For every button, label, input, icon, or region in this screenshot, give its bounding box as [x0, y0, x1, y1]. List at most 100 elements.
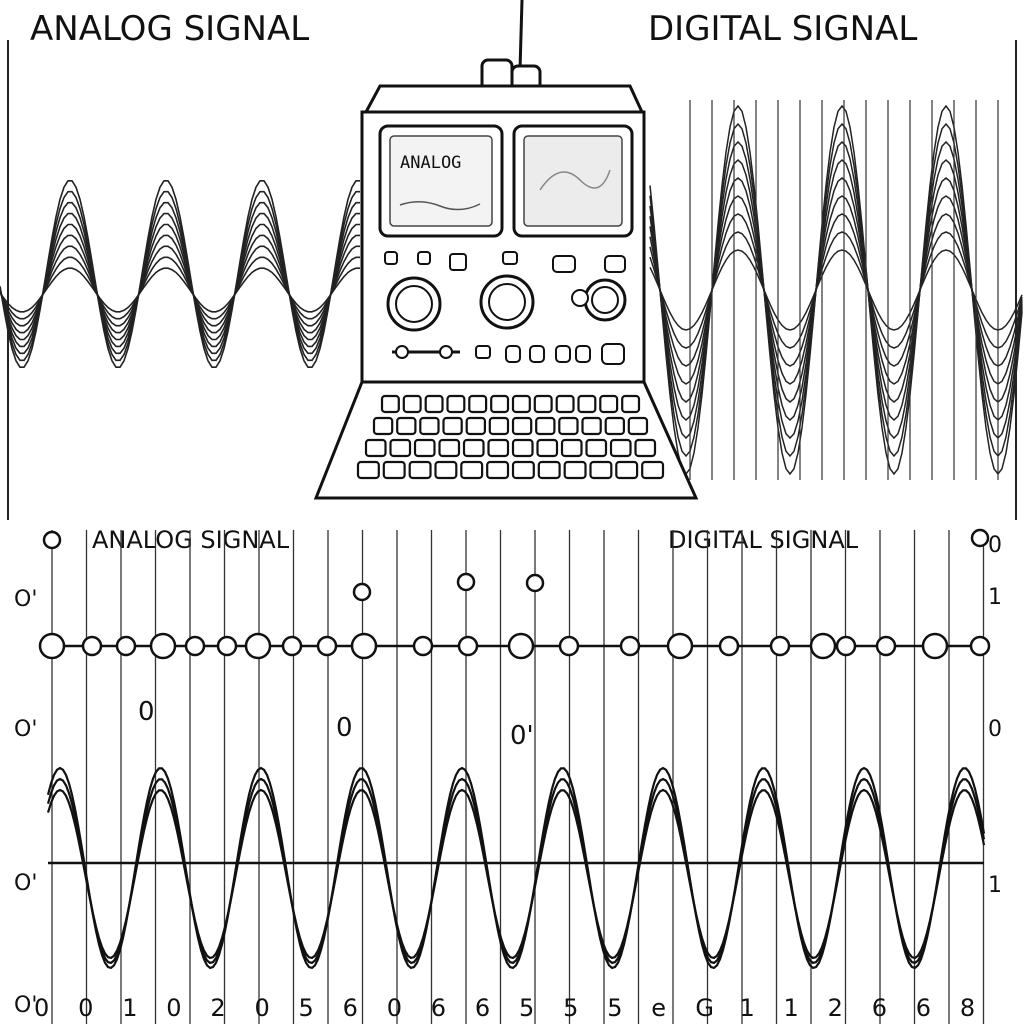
digital-sample-dot	[316, 635, 338, 657]
digital-sample-dot	[149, 632, 177, 660]
keyboard-key[interactable]	[462, 438, 485, 458]
analog-screen-inner	[389, 135, 493, 227]
keyboard-key[interactable]	[460, 460, 484, 480]
keyboard-key[interactable]	[413, 438, 436, 458]
keyboard-key[interactable]	[511, 416, 533, 436]
analog-wave-line	[0, 267, 360, 313]
keyboard-key[interactable]	[419, 416, 440, 436]
keyboard-key[interactable]	[465, 416, 487, 436]
keyboard-key[interactable]	[537, 460, 561, 480]
control-button[interactable]	[601, 343, 625, 365]
bottom-axis-label: 6	[475, 994, 490, 1022]
switch-button[interactable]	[552, 255, 576, 273]
keyboard-key[interactable]	[424, 394, 444, 414]
digital-sample-dot	[718, 635, 740, 657]
keyboard-key[interactable]	[536, 438, 559, 458]
control-button[interactable]	[529, 345, 545, 363]
keyboard-key[interactable]	[490, 394, 510, 414]
bottom-axis-label: 0	[255, 994, 270, 1022]
right-axis-label: 0	[988, 717, 1002, 742]
bottom-axis-label: 6	[431, 994, 446, 1022]
keyboard-key[interactable]	[511, 460, 535, 480]
keyboard-key[interactable]	[563, 460, 587, 480]
digital-sample-dot	[835, 635, 857, 657]
keyboard-key[interactable]	[442, 416, 463, 436]
control-button[interactable]	[475, 345, 491, 359]
digital-sample-dot	[666, 632, 694, 660]
keyboard-key[interactable]	[641, 460, 665, 480]
slider-handle[interactable]	[439, 345, 453, 359]
right-axis-label: 1	[988, 873, 1002, 898]
bottom-signal-panel: ANALOG SIGNAL DIGITAL SIGNAL O' O' O' O'…	[14, 526, 1002, 1024]
keyboard-key[interactable]	[511, 394, 531, 414]
keyboard-key[interactable]	[555, 394, 575, 414]
digital-sample-dot	[281, 635, 303, 657]
control-button[interactable]	[505, 345, 521, 363]
digital-wave-line	[649, 122, 1023, 458]
mid-label: 0	[138, 697, 155, 727]
keyboard-key[interactable]	[356, 460, 380, 480]
bottom-right-title: DIGITAL SIGNAL	[668, 526, 859, 554]
slider-handle[interactable]	[395, 345, 409, 359]
keyboard-key[interactable]	[560, 438, 583, 458]
keyboard-key[interactable]	[634, 438, 657, 458]
bottom-axis-label: 0	[78, 994, 93, 1022]
digital-high-dot	[42, 530, 62, 550]
device-top-face	[363, 84, 645, 114]
keyboard-key[interactable]	[468, 394, 488, 414]
keyboard-key[interactable]	[486, 460, 510, 480]
keyboard-key[interactable]	[627, 416, 649, 436]
analog-wave-line	[0, 180, 360, 368]
digital-sample-dot	[619, 635, 641, 657]
keyboard-key[interactable]	[604, 416, 626, 436]
keyboard-key[interactable]	[535, 416, 556, 436]
keyboard-key[interactable]	[396, 416, 417, 436]
digital-wave-line	[649, 104, 1023, 476]
left-axis-label: O'	[14, 993, 37, 1018]
control-button[interactable]	[575, 345, 591, 363]
left-axis-label: O'	[14, 717, 37, 742]
keyboard-key[interactable]	[487, 438, 510, 458]
keyboard-key[interactable]	[438, 438, 461, 458]
keyboard-key[interactable]	[589, 460, 613, 480]
analog-wave-line	[0, 223, 360, 341]
keyboard-key[interactable]	[609, 438, 632, 458]
control-button[interactable]	[555, 345, 571, 363]
switch-button[interactable]	[449, 253, 467, 271]
switch-button[interactable]	[604, 255, 626, 273]
keyboard-key[interactable]	[488, 416, 510, 436]
bottom-axis-label: 5	[563, 994, 578, 1022]
indicator-light	[502, 251, 518, 265]
bottom-axis-label: 5	[607, 994, 622, 1022]
analog-wave-line	[0, 256, 360, 320]
analog-wave-line	[0, 245, 360, 327]
keyboard-key[interactable]	[533, 394, 553, 414]
keyboard-key[interactable]	[380, 394, 400, 414]
keyboard-key[interactable]	[621, 394, 641, 414]
small-dial[interactable]	[571, 289, 589, 307]
keyboard-key[interactable]	[402, 394, 422, 414]
keyboard-key[interactable]	[581, 416, 602, 436]
bottom-axis-label: 0	[166, 994, 181, 1022]
digital-high-dot	[352, 582, 372, 602]
signal-device: ANALOG	[313, 0, 699, 500]
keyboard-key[interactable]	[446, 394, 466, 414]
keyboard-key[interactable]	[599, 394, 619, 414]
keyboard-key[interactable]	[382, 460, 406, 480]
keyboard-key[interactable]	[615, 460, 639, 480]
bottom-axis-label: 2	[828, 994, 843, 1022]
keyboard-key[interactable]	[364, 438, 387, 458]
keyboard-key[interactable]	[511, 438, 534, 458]
keyboard-key[interactable]	[389, 438, 412, 458]
digital-sample-dot	[921, 632, 949, 660]
keyboard-key[interactable]	[585, 438, 608, 458]
keyboard-key[interactable]	[408, 460, 432, 480]
keyboard-key[interactable]	[558, 416, 579, 436]
screen-noise	[539, 169, 611, 191]
keyboard-key[interactable]	[434, 460, 458, 480]
bottom-analog-wave-line	[46, 788, 986, 960]
bottom-axis-label: 1	[122, 994, 137, 1022]
keyboard-key[interactable]	[577, 394, 597, 414]
keyboard-key[interactable]	[372, 416, 394, 436]
